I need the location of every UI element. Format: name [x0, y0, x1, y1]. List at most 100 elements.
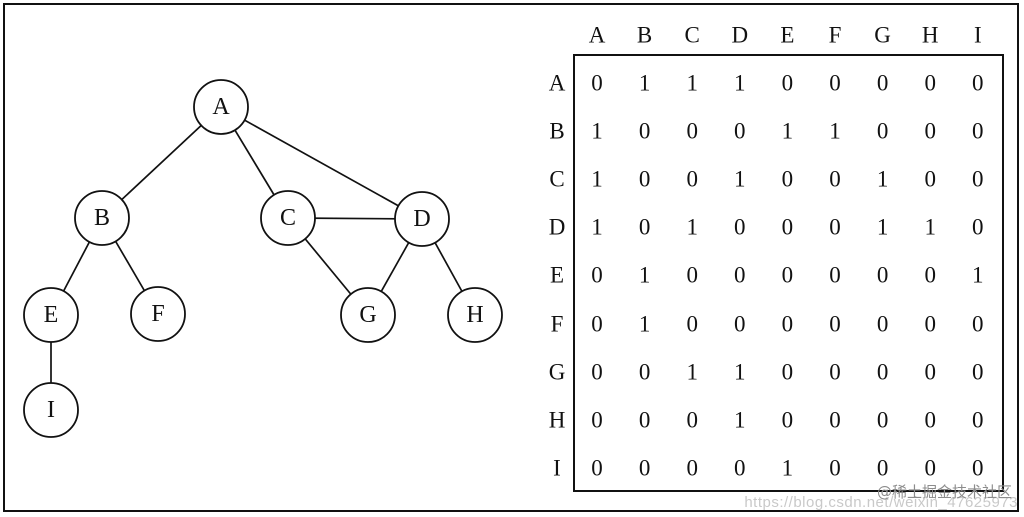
matrix-cell-G-H: 0 — [924, 359, 936, 385]
matrix-cell-F-C: 0 — [686, 311, 698, 336]
matrix-cell-I-E: 1 — [781, 455, 794, 481]
matrix-cell-E-F: 0 — [829, 262, 841, 288]
matrix-cell-E-G: 0 — [876, 262, 889, 288]
matrix-cell-C-G: 1 — [876, 166, 889, 192]
graph-node-F — [130, 286, 186, 342]
matrix-cell-C-A: 1 — [591, 166, 603, 192]
matrix-cell-B-A: 1 — [591, 118, 603, 144]
matrix-cell-C-F: 0 — [829, 166, 841, 192]
matrix-row-header-C: C — [549, 166, 565, 192]
matrix-cell-D-A: 1 — [591, 214, 603, 240]
matrix-row-header-F: F — [550, 311, 564, 336]
matrix-row-header-I: I — [553, 455, 561, 481]
matrix-row-header-B: B — [549, 118, 565, 144]
matrix-cell-D-C: 1 — [686, 214, 698, 240]
matrix-row-header-H: H — [548, 407, 566, 433]
matrix-cell-E-I: 1 — [972, 262, 984, 288]
matrix-row-header-G: G — [548, 359, 566, 385]
matrix-col-header-F: F — [828, 22, 842, 48]
matrix-cell-H-H: 0 — [924, 407, 936, 433]
matrix-cell-A-G: 0 — [876, 70, 889, 96]
graph-node-label-F: F — [151, 301, 164, 327]
graph-node-label-C: C — [280, 205, 296, 231]
matrix-cell-D-I: 0 — [972, 214, 984, 240]
matrix-cell-G-E: 0 — [781, 359, 794, 385]
matrix-cell-F-H: 0 — [924, 311, 936, 336]
matrix-cell-F-F: 0 — [829, 311, 841, 336]
graph-node-E — [23, 287, 79, 343]
matrix-cell-A-I: 0 — [972, 70, 984, 96]
matrix-cell-I-F: 0 — [829, 455, 841, 481]
matrix-cell-E-A: 0 — [591, 262, 603, 288]
graph-node-label-A: A — [212, 94, 230, 120]
matrix-cell-F-B: 1 — [638, 311, 651, 336]
matrix-cell-I-H: 0 — [924, 455, 936, 481]
matrix-cell-H-G: 0 — [876, 407, 889, 433]
matrix-cell-B-I: 0 — [972, 118, 984, 144]
matrix-cell-B-E: 1 — [781, 118, 794, 144]
matrix-cell-H-I: 0 — [972, 407, 984, 433]
matrix-row-header-E: E — [549, 262, 565, 288]
matrix-cell-A-C: 1 — [686, 70, 698, 96]
matrix-cell-H-B: 0 — [638, 407, 651, 433]
matrix-cell-A-F: 0 — [829, 70, 841, 96]
matrix-col-header-D: D — [731, 22, 749, 48]
matrix-cell-F-D: 0 — [734, 311, 746, 336]
matrix-cell-A-B: 1 — [638, 70, 651, 96]
matrix-cell-B-F: 1 — [829, 118, 841, 144]
matrix-cell-G-C: 1 — [686, 359, 698, 385]
matrix-cell-G-F: 0 — [829, 359, 841, 385]
graph-node-label-I: I — [47, 397, 55, 423]
matrix-cell-G-D: 1 — [734, 359, 746, 385]
matrix-cell-C-D: 1 — [734, 166, 746, 192]
matrix-cell-C-B: 0 — [638, 166, 651, 192]
matrix-cell-G-I: 0 — [972, 359, 984, 385]
matrix-cell-D-G: 1 — [876, 214, 889, 240]
matrix-cell-B-D: 0 — [734, 118, 746, 144]
matrix-cell-E-H: 0 — [924, 262, 936, 288]
matrix-cell-H-A: 0 — [591, 407, 603, 433]
matrix-cell-I-A: 0 — [591, 455, 603, 481]
watermark-community: @稀土掘金技术社区 — [876, 483, 1012, 501]
matrix-cell-F-A: 0 — [591, 311, 603, 336]
matrix-cell-E-C: 0 — [686, 262, 698, 288]
matrix-cell-F-G: 0 — [876, 311, 889, 336]
matrix-col-header-C: C — [684, 22, 700, 48]
matrix-cell-C-I: 0 — [972, 166, 984, 192]
matrix-col-header-A: A — [588, 22, 606, 48]
matrix-cell-B-G: 0 — [876, 118, 889, 144]
matrix-cell-I-D: 0 — [734, 455, 746, 481]
matrix-cell-H-F: 0 — [829, 407, 841, 433]
matrix-cell-G-B: 0 — [638, 359, 651, 385]
matrix-cell-G-G: 0 — [876, 359, 889, 385]
matrix-cell-A-D: 1 — [734, 70, 746, 96]
matrix-col-header-B: B — [636, 22, 653, 48]
matrix-col-header-I: I — [973, 22, 982, 48]
graph-node-A — [193, 79, 249, 135]
graph-node-label-G: G — [359, 302, 376, 328]
matrix-cell-D-E: 0 — [781, 214, 794, 240]
matrix-cell-A-H: 0 — [924, 70, 936, 96]
graph-node-label-B: B — [94, 205, 110, 231]
matrix-cell-C-C: 0 — [686, 166, 698, 192]
matrix-cell-H-E: 0 — [781, 407, 794, 433]
matrix-cell-H-C: 0 — [686, 407, 698, 433]
matrix-col-header-G: G — [874, 22, 891, 48]
matrix-border-box — [573, 54, 1004, 492]
watermark-url: https://blog.csdn.net/weixin_47625973 — [744, 494, 1018, 511]
matrix-cell-I-B: 0 — [638, 455, 651, 481]
graph-node-I — [23, 382, 79, 438]
matrix-cell-F-I: 0 — [972, 311, 984, 336]
matrix-row-header-D: D — [548, 214, 566, 240]
matrix-cell-D-F: 0 — [829, 214, 841, 240]
matrix-cell-C-H: 0 — [924, 166, 936, 192]
graph-node-label-H: H — [466, 302, 483, 328]
graph-node-C — [260, 190, 316, 246]
matrix-col-header-E: E — [780, 22, 795, 48]
matrix-cell-I-C: 0 — [686, 455, 698, 481]
graph-edge-A-D — [220, 106, 423, 220]
matrix-cell-F-E: 0 — [781, 311, 794, 336]
graph-node-G — [340, 287, 396, 343]
